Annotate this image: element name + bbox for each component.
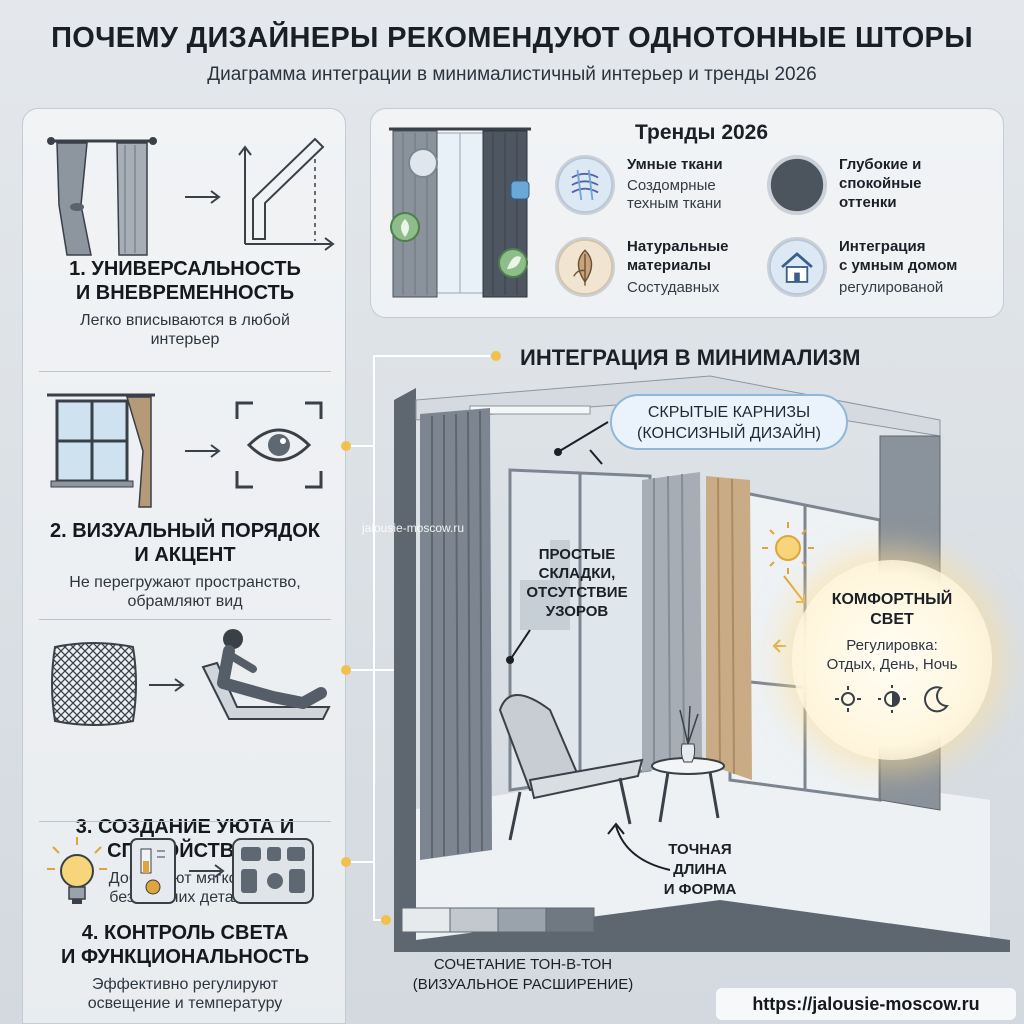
smart-home-icon (767, 237, 827, 297)
benefit-desc-line: Эффективно регулируют (91, 976, 279, 993)
trend-desc: техным ткани (627, 195, 722, 212)
badge-title-line: КОМФОРТНЫЙ (831, 591, 953, 608)
badge-desc-line: Отдых, День, Ночь (826, 656, 958, 673)
benefit-desc-line: Легко вписываются в любой (80, 312, 290, 329)
label-line: ТОЧНАЯ (668, 841, 732, 858)
benefit-desc-line: Не перегружают пространство, (69, 574, 301, 591)
tone-on-tone-label: СОЧЕТАНИЕ ТОН-В-ТОН (ВИЗУАЛЬНОЕ РАСШИРЕН… (378, 955, 668, 995)
benefit-desc-line: обрамляют вид (127, 593, 243, 610)
divider (39, 371, 331, 372)
exact-length-label: ТОЧНАЯ ДЛИНА И ФОРМА (640, 840, 760, 900)
trend-title-line: Глубокие и (839, 156, 922, 173)
benefit-desc-line: освещение и температуру (87, 995, 283, 1012)
room-illustration (394, 375, 1010, 952)
moon-icon (924, 686, 950, 713)
light-mode-icons (792, 684, 992, 719)
label-line: СКЛАДКИ, (538, 565, 616, 582)
simple-folds-label: ПРОСТЫЕ СКЛАДКИ, ОТСУТСТВИЕ УЗОРОВ (522, 545, 632, 621)
arrow-right-icon (185, 190, 221, 204)
trend-desc: регулированой (839, 279, 944, 296)
label-line: И ФОРМА (663, 881, 737, 898)
benefit-title-line: 2. ВИЗУАЛЬНЫЙ ПОРЯДОК (50, 520, 320, 542)
deep-color-icon (767, 155, 827, 215)
badge-desc-line: Регулировка: (846, 637, 938, 654)
trend-desc: Состудавных (627, 279, 720, 296)
benefit-title-line: 1. УНИВЕРСАЛЬНОСТЬ (69, 258, 301, 280)
trend-title: Глубокие и спокойные оттенки (839, 155, 1009, 212)
leaf-icon (555, 237, 615, 297)
benefit-title-line: И АКЦЕНТ (134, 544, 236, 566)
benefit-desc-line: интерьер (150, 331, 220, 348)
trend-title-line: оттенки (839, 194, 897, 211)
lightbulb-icon (47, 837, 107, 904)
trend-title-line: спокойные (839, 175, 922, 192)
window-icon (47, 393, 155, 508)
trend-title: Умные ткани (627, 156, 723, 173)
comfort-light-badge: КОМФОРТНЫЙ СВЕТ Регулировка: Отдых, День, … (792, 560, 992, 760)
badge-title-line: СВЕТ (870, 611, 914, 628)
curtain-icon (47, 137, 157, 256)
trend-title-line: материалы (627, 257, 711, 274)
hidden-rods-callout: СКРЫТЫЕ КАРНИЗЫ (КОНСИЗНЫЙ ДИЗАЙН) (610, 394, 848, 450)
relaxing-person-icon (201, 629, 331, 720)
arrow-right-icon (149, 678, 185, 692)
trend-title-line: с умным домом (839, 257, 958, 274)
website-link[interactable]: https://jalousie-moscow.ru (716, 988, 1016, 1020)
sun-icon (834, 686, 861, 712)
trend-desc: Создомрные (627, 177, 716, 194)
thermostat-icon (130, 838, 176, 904)
eye-focus-icon (235, 401, 323, 489)
trend-title: Натуральные материалы (627, 237, 797, 275)
arrow-right-icon (189, 864, 225, 878)
half-sun-icon (878, 685, 906, 713)
trends-panel: Тренды 2026 Умные ткани Создомрные техны… (370, 108, 1004, 318)
minimalism-title: ИНТЕГРАЦИЯ В МИНИМАЛИЗМ (520, 345, 861, 370)
divider (39, 619, 331, 620)
curtains-illustration (389, 127, 531, 298)
label-line: (ВИЗУАЛЬНОЕ РАСШИРЕНИЕ) (412, 976, 634, 993)
callout-line: СКРЫТЫЕ КАРНИЗЫ (647, 404, 811, 421)
trend-title-line: Интеграция (839, 238, 926, 255)
growth-chart-icon (238, 137, 335, 251)
label-line: ДЛИНА (673, 861, 727, 878)
benefit-title-line: И ВНЕВРЕМЕННОСТЬ (75, 282, 295, 304)
page-title: ПОЧЕМУ ДИЗАЙНЕРЫ РЕКОМЕНДУЮТ ОДНОТОННЫЕ … (51, 22, 973, 54)
label-line: СОЧЕТАНИЕ ТОН-В-ТОН (433, 956, 613, 973)
benefit-title-line: 4. КОНТРОЛЬ СВЕТА (81, 922, 289, 944)
fabric-texture-icon (51, 642, 137, 726)
label-line: УЗОРОВ (545, 603, 609, 620)
callout-line: (КОНСИЗНЫЙ ДИЗАЙН) (637, 425, 821, 442)
arrow-right-icon (185, 444, 221, 458)
label-line: ОТСУТСТВИЕ (526, 584, 628, 601)
watermark: jalousie-moscow.ru (362, 521, 465, 535)
trends-title: Тренды 2026 (635, 121, 769, 144)
page-subtitle: Диаграмма интеграции в минималистичный и… (207, 64, 817, 85)
smart-fabric-icon (555, 155, 615, 215)
benefit-title-line: И ФУНКЦИОНАЛЬНОСТЬ (61, 946, 309, 968)
control-panel-icon (232, 838, 314, 904)
divider (39, 821, 331, 822)
trend-title: Интеграция с умным домом (839, 237, 1009, 275)
trend-title-line: Натуральные (627, 238, 729, 255)
label-line: ПРОСТЫЕ (538, 546, 616, 563)
